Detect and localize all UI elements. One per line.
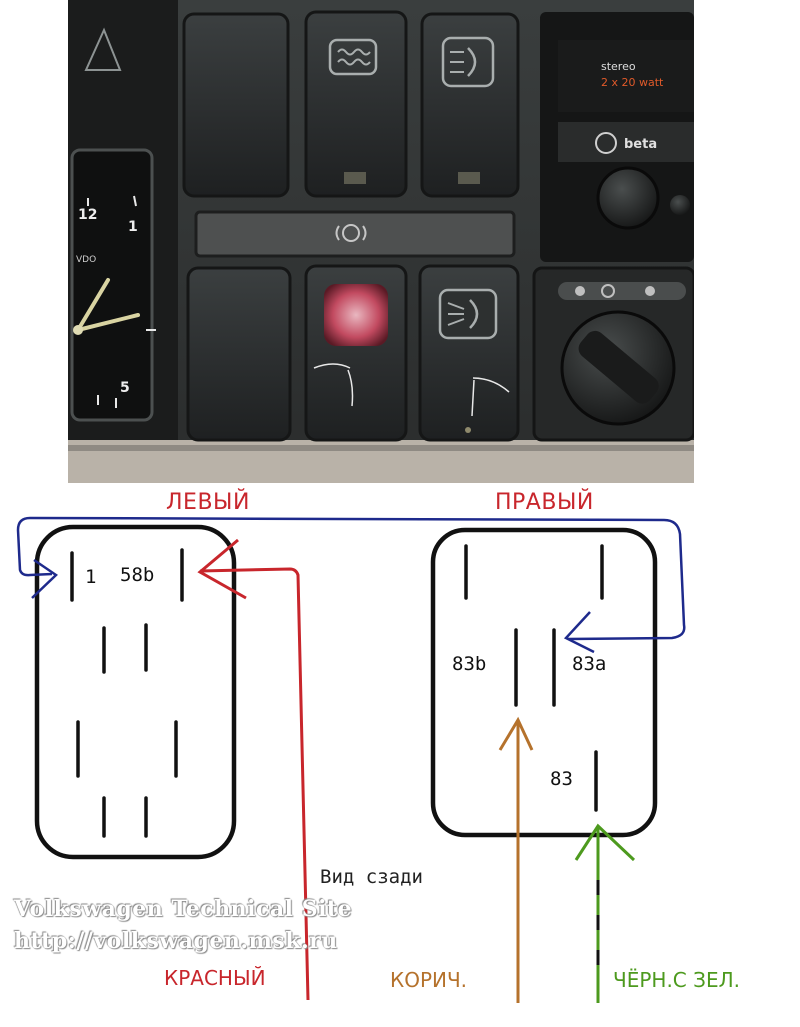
left-switch-connector	[34, 524, 237, 860]
radio-stereo-label: stereo	[601, 60, 636, 73]
hazard-button-icon	[324, 284, 388, 346]
brown-arrow	[498, 716, 534, 751]
red-wire	[199, 567, 310, 1001]
rear-defrost-switch	[304, 10, 408, 198]
right-switch-title: ПРАВЫЙ	[495, 490, 594, 515]
radio-unit	[540, 12, 694, 262]
fog-light-icon	[441, 36, 495, 88]
green-wire-label: ЧЁРН.С ЗЕЛ.	[613, 968, 740, 992]
dashboard-photo: 12 1 5 VDO stereo 2 x 20 watt beta	[68, 0, 694, 483]
pin-label-83b: 83b	[452, 653, 487, 675]
blank-switch-bottom	[186, 266, 292, 442]
rear-fog-light-icon	[438, 288, 498, 340]
radio-watts-label: 2 x 20 watt	[601, 76, 664, 89]
blank-switch-top	[182, 12, 290, 198]
clock-label-5: 5	[120, 380, 130, 396]
fog-light-switch	[420, 12, 520, 198]
rear-defrost-icon	[328, 38, 378, 76]
clock-brand: VDO	[76, 255, 96, 265]
blue-arrow-left	[31, 558, 58, 599]
brown-wire-label: КОРИЧ.	[390, 968, 468, 992]
left-switch-title: ЛЕВЫЙ	[166, 490, 250, 515]
rear-view-note: Вид сзади	[320, 866, 423, 888]
clock-label-12: 12	[78, 207, 97, 223]
watermark-site-name: Volkswagen Technical Site	[14, 896, 353, 922]
pin-label-83a: 83a	[572, 653, 607, 675]
blue-wire	[16, 516, 686, 641]
clock-gauge	[68, 0, 178, 440]
pin-label-83: 83	[550, 768, 573, 790]
left-connector-terminals	[70, 548, 184, 838]
pin-label-1: 1	[85, 566, 97, 588]
hazard-switch	[304, 264, 408, 442]
red-arrow	[197, 538, 247, 600]
pin-label-58b: 58b	[120, 564, 155, 586]
radio-volume-knob	[596, 166, 660, 230]
green-arrow	[574, 823, 636, 862]
climate-control	[532, 266, 694, 442]
right-switch-connector	[430, 527, 658, 838]
clock-label-1: 1	[128, 219, 138, 235]
dashboard-photo-drawing: 12 1 5 VDO stereo 2 x 20 watt beta	[68, 0, 694, 483]
warning-strip	[194, 210, 516, 258]
blue-arrow-right	[563, 611, 595, 654]
watermark-url: http://volkswagen.msk.ru	[14, 928, 338, 954]
rear-fog-light-switch	[418, 264, 520, 442]
radio-brand-label: beta	[624, 137, 657, 152]
right-connector-terminals	[464, 544, 604, 812]
red-wire-label: КРАСНЫЙ	[164, 966, 266, 990]
